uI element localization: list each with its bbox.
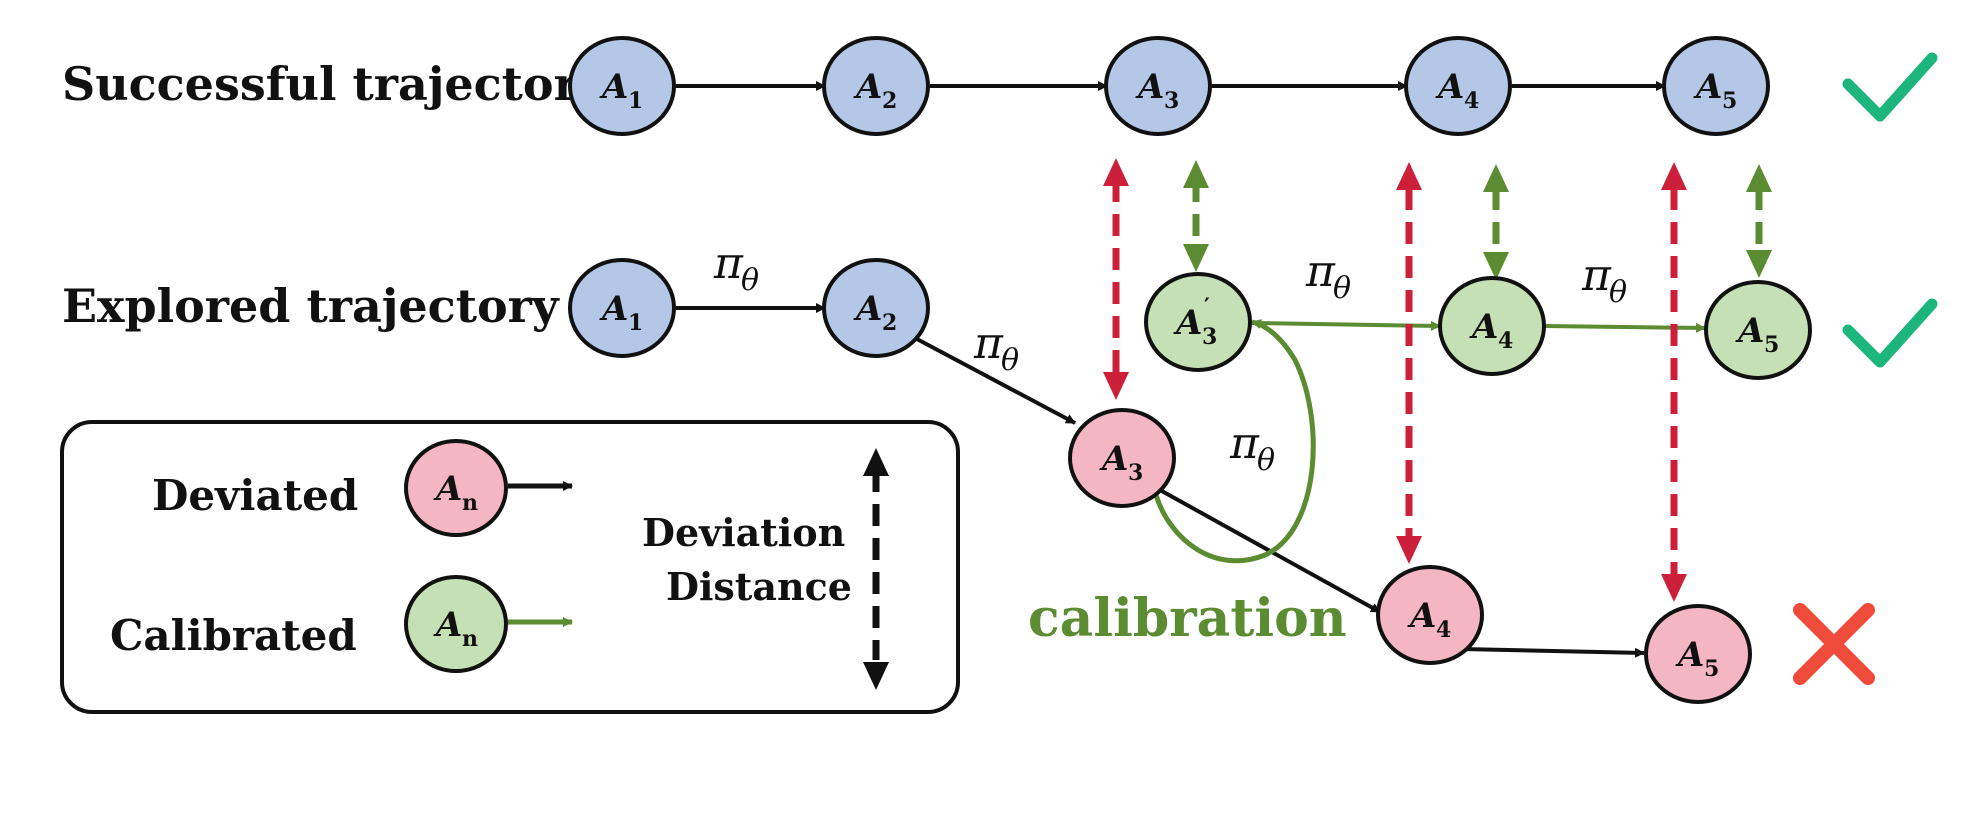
edge-e2-d3 — [914, 336, 1076, 425]
svg-text:A: A — [1135, 67, 1164, 107]
svg-text:A: A — [1693, 67, 1722, 107]
svg-text:θ: θ — [1609, 275, 1627, 310]
svg-text:θ: θ — [1257, 443, 1275, 478]
success-node-2: A 2 — [822, 36, 930, 136]
explored-trajectory-label: Explored trajectory — [62, 279, 560, 333]
svg-text:3: 3 — [1128, 460, 1143, 486]
policy-label-3: π θ — [1229, 418, 1275, 478]
policy-label-1: π θ — [713, 238, 759, 298]
check-icon — [1842, 52, 1938, 122]
calibrated-node-5: A 5 — [1704, 280, 1812, 380]
success-node-4: A 4 — [1404, 36, 1512, 136]
legend-calibrated-node: A n — [404, 575, 508, 673]
svg-text:A: A — [1099, 439, 1128, 479]
check-icon — [1842, 298, 1938, 368]
calibrated-distance-arrow-3 — [1183, 160, 1209, 272]
calibrated-node-4: A 4 — [1438, 276, 1546, 376]
svg-text:A: A — [1735, 311, 1764, 351]
legend-deviation-distance-arrow — [863, 448, 889, 690]
svg-text:4: 4 — [1464, 88, 1479, 114]
svg-text:A: A — [1435, 67, 1464, 107]
svg-text:π: π — [1305, 246, 1336, 297]
policy-label-4: π θ — [1305, 246, 1351, 306]
svg-text:π: π — [713, 238, 744, 289]
svg-text:4: 4 — [1498, 328, 1513, 354]
svg-text:A: A — [1469, 307, 1498, 347]
deviation-distance-red — [1103, 158, 1687, 602]
successful-trajectory-label: Successful trajectory — [62, 57, 606, 111]
svg-text:A: A — [599, 289, 628, 329]
deviated-node-4: A 4 — [1376, 565, 1484, 665]
calibrated-distance-arrow-5 — [1746, 164, 1772, 278]
calibration-label: calibration — [1028, 588, 1347, 649]
legend: Deviated A n Calibrated A n Deviation Di… — [60, 420, 960, 714]
deviation-arrow-5 — [1661, 162, 1687, 602]
svg-text:2: 2 — [882, 88, 897, 114]
calibration-loop-edge — [1153, 319, 1316, 564]
svg-text:5: 5 — [1764, 332, 1779, 358]
svg-text:θ: θ — [1333, 271, 1351, 306]
svg-text:n: n — [462, 490, 478, 516]
svg-text:n: n — [462, 626, 478, 652]
svg-text:4: 4 — [1436, 617, 1451, 643]
svg-text:A: A — [1173, 303, 1202, 343]
success-node-3: A 3 — [1104, 36, 1212, 136]
svg-text:1: 1 — [628, 310, 643, 336]
svg-text:A: A — [1407, 596, 1436, 636]
calibrated-distance-arrow-4 — [1483, 164, 1509, 280]
svg-text:5: 5 — [1704, 656, 1719, 682]
policy-label-5: π θ — [1581, 250, 1627, 310]
legend-deviation-line1: Deviation — [642, 510, 845, 555]
svg-text:θ: θ — [1001, 343, 1019, 378]
cross-icon — [1793, 603, 1875, 685]
calibrated-node-3: A ′ 3 — [1144, 272, 1252, 372]
svg-text:A: A — [599, 67, 628, 107]
svg-text:′: ′ — [1204, 294, 1210, 320]
explored-node-1: A 1 — [568, 258, 676, 358]
svg-text:A: A — [433, 469, 462, 509]
edge-d4-d5 — [1461, 647, 1645, 658]
deviation-arrow-4 — [1396, 162, 1422, 564]
legend-box — [60, 420, 960, 714]
svg-text:1: 1 — [628, 88, 643, 114]
svg-text:A: A — [433, 605, 462, 645]
legend-deviation-line2: Distance — [666, 564, 852, 609]
policy-label-2: π θ — [973, 318, 1019, 378]
svg-text:A: A — [853, 67, 882, 107]
deviated-node-3: A 3 — [1068, 408, 1176, 508]
explored-node-2: A 2 — [822, 258, 930, 358]
legend-deviated-node: A n — [404, 439, 508, 537]
svg-text:5: 5 — [1722, 88, 1737, 114]
success-node-5: A 5 — [1662, 36, 1770, 136]
edge-c4-c5 — [1544, 322, 1706, 333]
svg-text:A: A — [853, 289, 882, 329]
svg-text:θ: θ — [741, 263, 759, 298]
svg-text:2: 2 — [882, 310, 897, 336]
svg-text:π: π — [973, 318, 1004, 369]
deviation-arrow-3 — [1103, 158, 1129, 400]
svg-text:A: A — [1675, 635, 1704, 675]
legend-calibrated-label: Calibrated — [110, 611, 357, 660]
svg-text:3: 3 — [1164, 88, 1179, 114]
deviated-node-5: A 5 — [1644, 604, 1752, 704]
deviation-distance-green — [1183, 160, 1772, 280]
svg-text:π: π — [1229, 418, 1260, 469]
svg-text:π: π — [1581, 250, 1612, 301]
legend-deviated-label: Deviated — [152, 471, 358, 520]
svg-text:3: 3 — [1202, 324, 1217, 350]
success-node-1: A 1 — [568, 36, 676, 136]
